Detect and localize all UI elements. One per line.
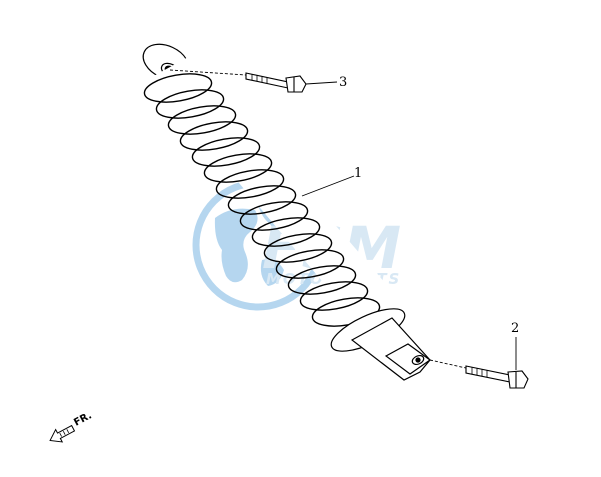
front-label: FR. <box>72 410 94 428</box>
lower-bolt <box>465 365 529 389</box>
top-bolt <box>245 72 307 93</box>
front-direction-indicator: FR. <box>49 410 94 443</box>
arrow-left-down-icon <box>49 424 76 443</box>
callout-1: 1 <box>354 166 362 181</box>
shock-absorber <box>142 43 432 381</box>
leader-lines <box>169 69 517 370</box>
callout-2: 2 <box>511 321 519 336</box>
spring <box>143 73 381 327</box>
callout-3: 3 <box>339 75 347 90</box>
